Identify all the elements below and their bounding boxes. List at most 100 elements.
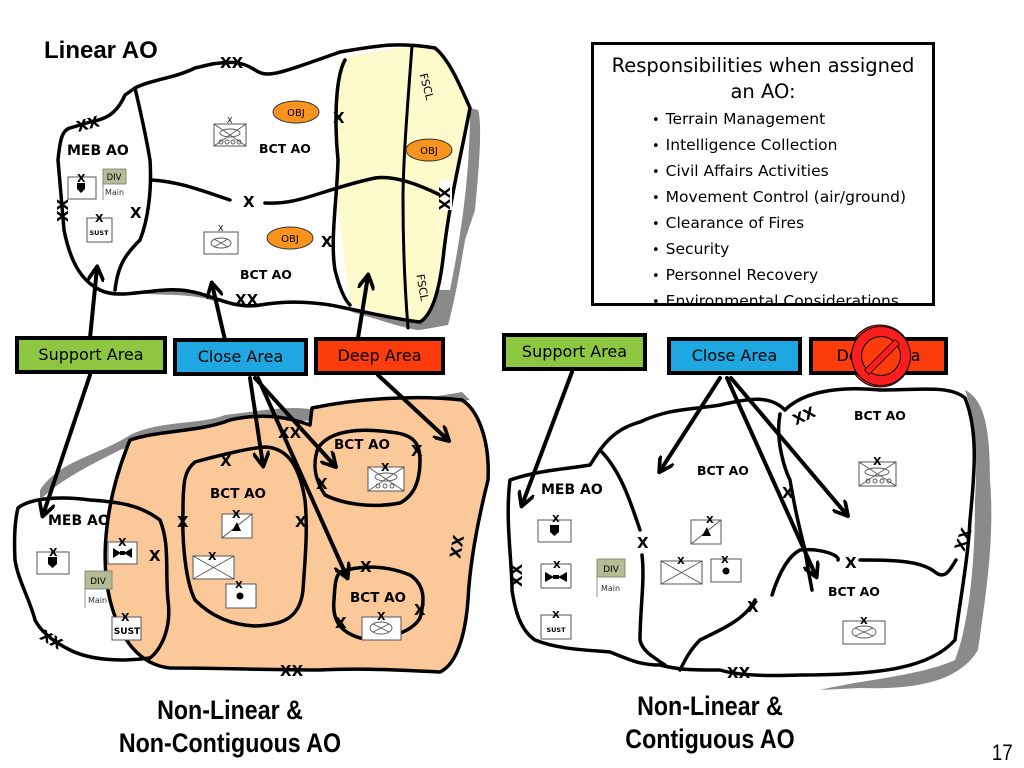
x-marker: X	[177, 513, 189, 531]
bct-ao-label: BCT AO	[210, 486, 266, 502]
xx-marker: XX	[280, 662, 304, 680]
close-area-label: Close Area	[173, 338, 308, 376]
arrow-close-to-bct	[660, 376, 722, 471]
sust-label: SUST	[546, 626, 566, 634]
xx-marker: XX	[446, 533, 468, 559]
support-area-label: Support Area	[502, 333, 647, 371]
x-marker: X	[316, 475, 328, 493]
svg-text:X: X	[381, 461, 390, 474]
arrow-close-to-bct	[729, 376, 847, 515]
page-number: 17	[991, 740, 1013, 765]
xx-marker: XX	[508, 563, 526, 587]
linear-boundary-markers: XX XX XX XX XX X X X X	[54, 54, 453, 309]
noncontiguous-boundary-markers: XX XX XX XX X X X X X X X X X	[37, 424, 469, 680]
contiguous-ao-diagram	[506, 386, 992, 690]
svg-text:X: X	[377, 610, 386, 623]
noncontiguous-title: Non-Linear & Non-Contiguous AO	[84, 694, 376, 760]
xx-marker: XX	[74, 112, 101, 135]
bct-bct-boundary	[150, 175, 442, 205]
linear-ao-diagram	[56, 43, 481, 330]
x-marker: X	[360, 558, 372, 576]
svg-text:X: X	[218, 224, 224, 233]
meb-bct-boundary	[113, 86, 153, 292]
xx-marker: XX	[435, 187, 453, 211]
meb-ao-label: MEB AO	[67, 143, 129, 159]
arrow-support-to-linear-meb	[90, 268, 97, 340]
meb-ao-label: MEB AO	[541, 482, 603, 498]
engineer-brigade-symbol: X	[540, 560, 572, 589]
mp-brigade-symbol: X	[537, 514, 572, 543]
div-label: DIV	[107, 173, 122, 183]
svg-text:X: X	[873, 455, 882, 468]
bct-ao-label: BCT AO	[259, 141, 311, 156]
obj-label: OBJ	[420, 146, 438, 157]
artillery-brigade-symbol: X	[225, 580, 257, 609]
responsibilities-list: Terrain Management Intelligence Collecti…	[594, 107, 932, 315]
main-label: Main	[601, 584, 620, 593]
air-defense-brigade-symbol: X	[221, 508, 253, 539]
meb-ao-label: MEB AO	[48, 513, 110, 529]
responsibility-item: Movement Control (air/ground)	[652, 185, 932, 211]
arrow-close-to-bct	[725, 376, 816, 576]
obj-label: OBJ	[281, 234, 299, 245]
svg-text:X: X	[118, 536, 127, 549]
infantry-unit-symbol: X	[192, 550, 235, 580]
objective-marker: OBJ	[405, 138, 453, 162]
x-marker: X	[333, 109, 345, 127]
svg-text:X: X	[721, 555, 729, 566]
fscl-line	[401, 44, 414, 330]
svg-text:X: X	[552, 514, 560, 525]
svg-text:X: X	[860, 616, 868, 627]
arrow-close-to-linear-bct	[212, 284, 227, 342]
x-marker: X	[411, 442, 423, 460]
svg-text:X: X	[227, 116, 233, 125]
arrow-close-to-bct	[248, 376, 263, 465]
fscl-label: FSCL	[413, 273, 431, 303]
title-line: Non-Linear &	[157, 695, 303, 725]
infantry-brigade-symbol: X	[361, 610, 402, 641]
responsibility-item: Intelligence Collection	[652, 133, 932, 159]
support-area-label: Support Area	[15, 336, 167, 374]
bct-ao-label: BCT AO	[854, 408, 906, 423]
svg-text:X: X	[706, 515, 714, 526]
bct-ao-label: BCT AO	[350, 590, 406, 606]
svg-text:X: X	[77, 172, 86, 185]
responsibility-item: Personnel Recovery	[652, 263, 932, 289]
meb-bct-boundary	[598, 448, 667, 667]
deep-area-text: Deep Area	[337, 346, 422, 365]
xx-marker: XX	[790, 403, 819, 429]
x-marker: X	[414, 601, 426, 619]
x-marker: X	[782, 484, 794, 502]
objective-marker: OBJ	[266, 226, 314, 250]
artillery-brigade-symbol: X	[710, 555, 742, 583]
sust-brigade-symbol: X SUST	[111, 611, 142, 641]
xx-marker: XX	[727, 664, 751, 682]
x-marker: X	[747, 598, 759, 616]
responsibility-item: Environmental Considerations	[652, 289, 932, 315]
armor-brigade-symbol: X	[367, 461, 405, 492]
bct-lower-boundary	[678, 547, 958, 672]
title-line: Non-Contiguous AO	[118, 728, 342, 758]
x-marker: X	[149, 547, 161, 565]
deep-area-label: Deep Area	[314, 337, 445, 375]
sust-brigade-symbol: X SUST	[86, 212, 113, 243]
close-deep-boundary	[331, 58, 352, 307]
bct-ao-label: BCT AO	[334, 437, 390, 453]
infantry-brigade-symbol: X	[842, 616, 886, 645]
div-main-flag: DIV Main	[84, 570, 113, 608]
xx-marker-bg	[440, 180, 452, 210]
arrow-support-to-meb	[522, 370, 574, 505]
x-marker: X	[220, 452, 232, 470]
air-defense-brigade-symbol: X	[690, 515, 722, 545]
responsibility-item: Clearance of Fires	[652, 211, 932, 237]
svg-text:X: X	[232, 508, 241, 521]
svg-text:X: X	[121, 611, 130, 624]
responsibilities-title: Responsibilities when assigned an AO:	[611, 54, 915, 103]
arrow-close-to-bct	[256, 376, 347, 577]
contiguous-shadow	[820, 390, 992, 690]
svg-text:X: X	[552, 610, 560, 621]
contiguous-title: Non-Linear & Contiguous AO	[581, 690, 839, 756]
x-marker: X	[321, 233, 333, 251]
arrows	[43, 268, 847, 577]
mp-brigade-symbol: X	[67, 172, 97, 200]
